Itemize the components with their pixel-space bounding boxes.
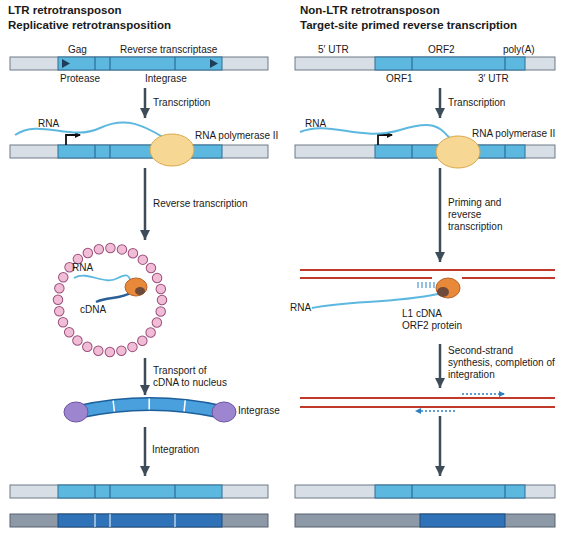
ltr-triangle: [62, 59, 70, 68]
step-label: Transcription: [448, 97, 558, 109]
part-label: Integrase: [145, 73, 187, 85]
part-label: poly(A): [503, 44, 535, 56]
stage-panel: Integrase: [65, 395, 290, 425]
step-arrow: [439, 416, 442, 476]
gene-divider: [412, 485, 505, 498]
column-heading: Replicative retrotransposition: [8, 18, 171, 32]
part-label: RNA: [38, 118, 59, 130]
target-dna: [300, 277, 555, 279]
stage-panel: 5′ UTR ORF2 poly(A) ORF1 3′ UTR: [295, 42, 560, 88]
stage-panel: RNA L1 cDNAORF2 protein: [290, 262, 560, 340]
inserted-element: [58, 514, 222, 527]
target-dna: [300, 397, 555, 399]
rna-strand: [74, 275, 134, 284]
host-dna-bar: [295, 57, 555, 70]
step-label: Transcription: [153, 97, 263, 109]
promoter-arrow: [378, 135, 392, 145]
part-label: L1 cDNA: [402, 308, 442, 320]
gene-divider: [412, 57, 505, 70]
part-label: 5′ UTR: [318, 44, 349, 56]
part-label: RNA polymerase II: [472, 128, 555, 140]
integrase-blob: [212, 402, 236, 422]
part-label: RNA: [305, 118, 326, 130]
promoter-arrow: [66, 135, 80, 145]
step-label: Reverse transcription: [153, 198, 273, 210]
target-dna: [300, 406, 555, 408]
element-bar: [375, 57, 525, 70]
step-arrow: [144, 427, 147, 476]
part-label: RNA: [72, 262, 93, 274]
cdna-ticks: [78, 404, 222, 412]
ltr-triangle: [210, 59, 218, 68]
step-label: Second-strand synthesis, completion of i…: [448, 345, 556, 381]
step-arrow: [144, 88, 147, 118]
synthesis-arrow: [415, 410, 455, 412]
capsid-dots: [58, 248, 162, 352]
poly-a-ticks: [418, 282, 434, 288]
rna-strand: [312, 294, 438, 308]
step-arrow: [439, 168, 442, 262]
step-arrow: [144, 168, 147, 240]
step-arrow: [439, 88, 442, 118]
reverse-transcriptase: [125, 278, 147, 296]
step-arrow: [144, 358, 147, 395]
host-dna-bar: [10, 485, 268, 498]
part-label: ORF1: [386, 73, 413, 85]
orf2-protein: [436, 278, 460, 298]
host-dna-bar: [10, 57, 268, 70]
integrase-blob: [64, 402, 88, 422]
inserted-element: [420, 514, 505, 527]
part-label: ORF2 protein: [402, 320, 462, 332]
synthesis-arrow: [462, 393, 505, 395]
part-label: RNA polymerase II: [195, 130, 278, 142]
capsid-dots: [58, 248, 162, 352]
part-label: cDNA: [80, 304, 106, 316]
stage-panel: Gag Reverse transcriptaseProtease Integras…: [8, 42, 280, 88]
cdna-strand: [96, 292, 132, 302]
element-bar: [58, 145, 222, 158]
step-label: Integration: [152, 444, 242, 456]
gene-divider: [95, 514, 175, 527]
part-label: Gag: [68, 44, 87, 56]
step-arrow: [439, 344, 442, 388]
orf2-protein: [437, 287, 449, 297]
polymerase: [436, 136, 480, 168]
gene-divider: [95, 485, 175, 498]
rna-strand: [15, 123, 168, 140]
reverse-transcriptase: [135, 287, 145, 295]
host-dna-bar: [295, 145, 555, 158]
part-label: Protease: [60, 73, 100, 85]
step-label: Transport of cDNA to nucleus: [153, 365, 233, 389]
target-dna: [300, 269, 555, 271]
stage-panel: RNA RNA polymerase II: [10, 118, 290, 168]
host-dna-bar: [295, 514, 555, 527]
cdna-band: [78, 404, 222, 412]
column-heading: Target-site primed reverse transcription: [300, 18, 517, 32]
part-label: RNA: [290, 302, 311, 314]
step-label: Priming and reverse transcription: [448, 197, 512, 233]
element-bar: [58, 57, 222, 70]
part-label: 3′ UTR: [478, 73, 509, 85]
part-label: Integrase: [238, 405, 280, 417]
part-label: ORF2: [428, 44, 455, 56]
column-heading: Non-LTR retrotransposon: [300, 3, 440, 17]
element-bar: [375, 485, 525, 498]
cdna-band: [78, 404, 222, 412]
stage-panel: RNA cDNA: [55, 240, 165, 358]
gene-divider: [95, 57, 175, 70]
host-dna-bar: [10, 145, 268, 158]
element-bar: [58, 485, 222, 498]
part-label: Reverse transcriptase: [120, 44, 217, 56]
column-heading: LTR retrotransposon: [8, 3, 122, 17]
host-dna-bar: [10, 514, 268, 527]
polymerase: [150, 134, 194, 166]
host-dna-bar: [295, 485, 555, 498]
stage-panel: RNA RNA polymerase II: [295, 118, 560, 168]
